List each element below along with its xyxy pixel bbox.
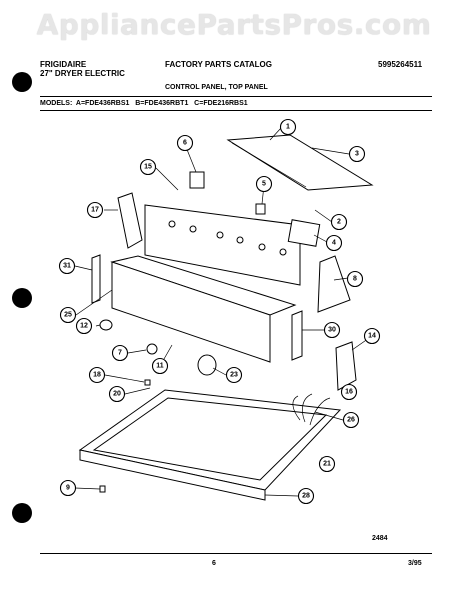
callout-1: 1 <box>279 118 297 136</box>
callout-4: 4 <box>325 234 343 252</box>
callout-30: 30 <box>323 321 341 339</box>
callout-2: 2 <box>330 213 348 231</box>
callout-21: 21 <box>318 455 336 473</box>
svg-text:4: 4 <box>332 240 336 247</box>
svg-text:11: 11 <box>156 363 164 370</box>
callout-6: 6 <box>176 134 194 152</box>
push-switch <box>189 171 205 189</box>
callout-11: 11 <box>151 357 169 375</box>
svg-text:31: 31 <box>63 263 71 270</box>
catalog-title: FACTORY PARTS CATALOG <box>165 60 272 69</box>
callout-20: 20 <box>108 385 126 403</box>
binder-hole-middle <box>12 288 32 308</box>
svg-text:1: 1 <box>286 124 290 131</box>
footer-rule <box>40 553 432 554</box>
models-line: MODELS: A=FDE436RBS1 B=FDE436RBT1 C=FDE2… <box>40 100 248 107</box>
callout-3: 3 <box>348 145 366 163</box>
callout-25: 25 <box>59 306 77 324</box>
knob <box>99 319 113 331</box>
switch <box>255 203 266 215</box>
page-number: 6 <box>212 560 216 567</box>
svg-text:16: 16 <box>345 389 353 396</box>
screw <box>99 485 106 493</box>
callout-16: 16 <box>340 383 358 401</box>
callout-5: 5 <box>255 175 273 193</box>
svg-text:12: 12 <box>80 323 88 330</box>
left-end-cap <box>117 192 143 249</box>
watermark: AppliancePartsPros.com <box>36 8 432 41</box>
screw-3 <box>144 379 151 386</box>
svg-text:6: 6 <box>183 140 187 147</box>
left-trim <box>91 254 101 304</box>
brand-line-1: FRIGIDAIRE <box>40 60 87 69</box>
callout-28: 28 <box>297 487 315 505</box>
brand-line-2: 27" DRYER ELECTRIC <box>40 69 125 78</box>
button <box>146 343 158 355</box>
timer <box>287 219 321 247</box>
figure-number: 2484 <box>372 535 388 542</box>
binder-hole-top <box>12 72 32 92</box>
svg-text:3: 3 <box>355 151 359 158</box>
control-panel <box>144 204 301 286</box>
svg-text:18: 18 <box>93 372 101 379</box>
svg-text:7: 7 <box>118 350 122 357</box>
callout-18: 18 <box>88 366 106 384</box>
callout-7: 7 <box>111 344 129 362</box>
svg-text:21: 21 <box>323 461 331 468</box>
section-title: CONTROL PANEL, TOP PANEL <box>165 84 268 91</box>
right-trim <box>291 310 303 361</box>
svg-text:17: 17 <box>91 207 99 214</box>
svg-text:9: 9 <box>66 485 70 492</box>
bracket <box>335 341 357 391</box>
svg-text:14: 14 <box>368 333 376 340</box>
svg-text:20: 20 <box>113 391 121 398</box>
svg-text:5: 5 <box>262 181 266 188</box>
top-panel-trim <box>226 134 374 191</box>
svg-text:2: 2 <box>337 219 341 226</box>
callout-23: 23 <box>225 366 243 384</box>
callout-17: 17 <box>86 201 104 219</box>
svg-text:23: 23 <box>230 372 238 379</box>
svg-text:28: 28 <box>302 493 310 500</box>
callout-12: 12 <box>75 317 93 335</box>
callout-9: 9 <box>59 479 77 497</box>
binder-hole-bottom <box>12 503 32 523</box>
header-rule-top <box>40 96 432 97</box>
svg-text:15: 15 <box>144 164 152 171</box>
right-end-cap <box>317 255 351 313</box>
callout-8: 8 <box>346 270 364 288</box>
callout-14: 14 <box>363 327 381 345</box>
svg-text:25: 25 <box>64 312 72 319</box>
callout-15: 15 <box>139 158 157 176</box>
svg-text:30: 30 <box>328 327 336 334</box>
callout-26: 26 <box>342 411 360 429</box>
header-rule-bottom <box>40 110 432 111</box>
callout-31: 31 <box>58 257 76 275</box>
svg-text:8: 8 <box>353 276 357 283</box>
timer-knob <box>197 354 217 376</box>
svg-text:26: 26 <box>347 417 355 424</box>
revision-date: 3/95 <box>408 560 422 567</box>
catalog-number: 5995264511 <box>378 60 423 69</box>
